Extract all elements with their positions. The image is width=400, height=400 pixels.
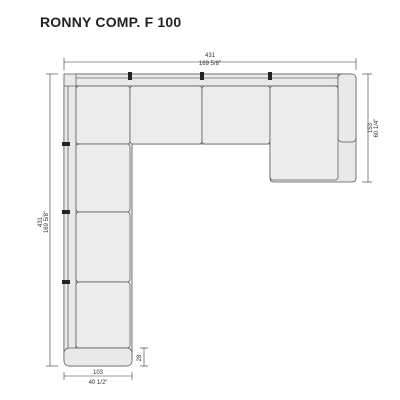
seat-cushion-left-3 xyxy=(75,281,131,349)
chaise-depth-cm-label: 153 xyxy=(368,122,374,133)
seat-cushion-left-2 xyxy=(75,211,131,283)
seat-cushion-left-1 xyxy=(75,143,131,213)
seat-width-cm-label: 103 xyxy=(93,370,104,376)
seat-cushion-chaise xyxy=(269,85,339,181)
page-title: RONNY COMP. F 100 xyxy=(40,14,182,30)
dimension-lines xyxy=(46,58,372,380)
arm-width-cm-label: 28 xyxy=(137,354,143,361)
seat-cushion-corner xyxy=(75,85,131,145)
seat-width-in-label: 40 1/2" xyxy=(89,380,108,386)
depth-cm-label: 431 xyxy=(38,216,44,227)
depth-in-label: 169 5/8" xyxy=(44,211,50,233)
seat-cushion-top-1 xyxy=(129,85,203,145)
width-in-label: 169 5/8" xyxy=(199,61,221,67)
left-backrest xyxy=(63,85,77,359)
bottom-armrest xyxy=(63,347,133,367)
width-cm-label: 431 xyxy=(205,53,216,59)
seat-cushion-top-2 xyxy=(201,85,271,145)
top-backrest xyxy=(75,73,339,87)
module-joints xyxy=(62,72,272,284)
chaise-depth-in-label: 60 1/4" xyxy=(374,119,380,138)
chaise-armrest xyxy=(337,73,357,143)
